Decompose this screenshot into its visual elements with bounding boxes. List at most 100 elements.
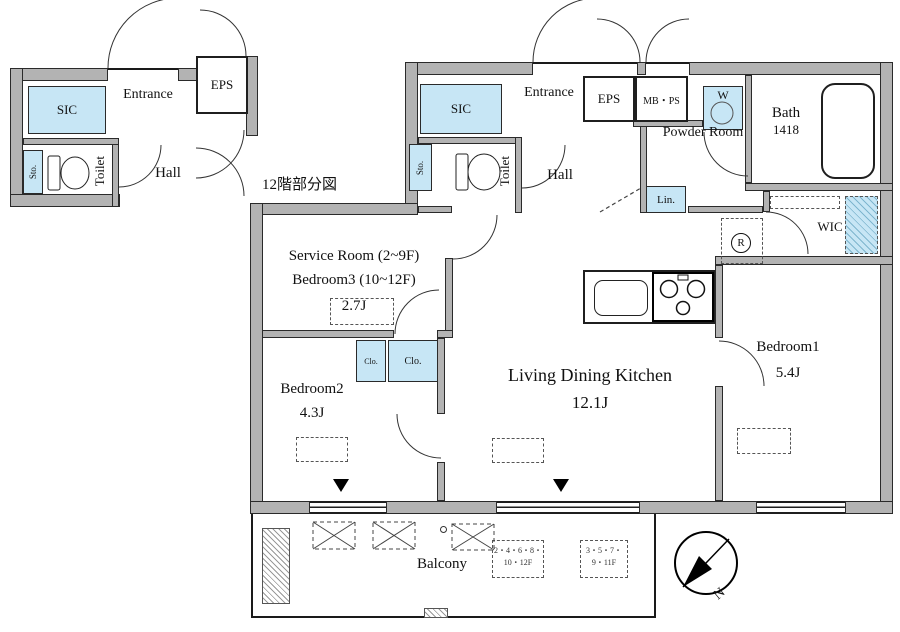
balcony-equipment-box bbox=[372, 521, 416, 550]
bedroom1-size-label: 5.4J bbox=[775, 365, 801, 381]
balcony-drain-circle bbox=[440, 526, 447, 533]
sto-label-inset: Sto. bbox=[27, 164, 38, 180]
door-opening-line bbox=[597, 62, 640, 64]
door-arc-mbps bbox=[645, 18, 690, 63]
wall-segment bbox=[637, 62, 646, 75]
door-arc-entrance-inset bbox=[107, 0, 164, 69]
wall-segment bbox=[405, 62, 533, 75]
hall-label-inset: Hall bbox=[155, 165, 181, 181]
wall-segment bbox=[515, 137, 522, 213]
wall-segment bbox=[418, 206, 452, 213]
wall-segment bbox=[10, 68, 23, 201]
balcony-label: Balcony bbox=[417, 556, 467, 572]
toilet-tank bbox=[455, 153, 469, 191]
wall-segment bbox=[386, 501, 497, 514]
eps-label: EPS bbox=[597, 91, 621, 106]
wall-segment bbox=[437, 330, 453, 338]
washer-label: W bbox=[717, 88, 729, 102]
sic-label: SIC bbox=[450, 101, 472, 116]
entrance-label: Entrance bbox=[524, 85, 574, 100]
balcony-access-marker bbox=[333, 479, 349, 492]
north-label: N bbox=[711, 585, 728, 603]
bathtub bbox=[821, 83, 875, 179]
toilet-tank-inset bbox=[47, 155, 61, 191]
balcony-hatch-box bbox=[262, 528, 290, 604]
ldk-size-label: 12.1J bbox=[571, 393, 609, 412]
fridge-mark: R bbox=[731, 233, 751, 253]
closet-1: Clo. bbox=[356, 340, 386, 382]
floor-note-odd-line2: 9・11F bbox=[591, 558, 617, 567]
wic-shelf-hatch bbox=[845, 196, 878, 254]
compass-needle-line bbox=[682, 538, 730, 588]
floor-note-even-line1: 2・4・6・8・ bbox=[494, 546, 542, 555]
lin-label: Lin. bbox=[656, 193, 676, 206]
wall-segment bbox=[405, 62, 418, 215]
sic-closet-inset: SIC bbox=[28, 86, 106, 134]
toilet-bowl bbox=[467, 153, 501, 191]
door-arc-inset-right-1 bbox=[195, 129, 245, 179]
window bbox=[310, 501, 386, 514]
balcony-drain-hatch bbox=[424, 608, 448, 618]
wic-label: WIC bbox=[817, 219, 843, 234]
inset-caption: 12階部分図 bbox=[262, 177, 338, 193]
compass-needle bbox=[683, 556, 712, 587]
balcony-equipment-box bbox=[451, 523, 495, 551]
door-opening-line bbox=[646, 62, 689, 64]
wall-segment bbox=[10, 68, 108, 81]
door-arc-inset-right-2 bbox=[195, 147, 245, 197]
compass-circle bbox=[674, 531, 738, 595]
bath-label: Bath bbox=[771, 105, 801, 121]
bath-size-label: 1418 bbox=[773, 122, 799, 137]
linen-closet: Lin. bbox=[646, 186, 686, 213]
door-opening-line bbox=[108, 68, 178, 70]
wall-segment bbox=[112, 138, 119, 207]
balcony-equipment-x bbox=[451, 523, 495, 551]
balcony-equipment-box bbox=[312, 521, 356, 550]
closet2-label: Clo. bbox=[404, 355, 422, 367]
balcony-access-marker bbox=[553, 479, 569, 492]
kitchen-sink bbox=[594, 280, 648, 316]
wall-segment bbox=[715, 386, 723, 501]
wall-segment bbox=[715, 256, 893, 265]
wall-segment bbox=[689, 62, 893, 75]
mbps-label: MB・PS bbox=[643, 95, 680, 107]
wall-segment bbox=[250, 501, 310, 514]
furniture-outline bbox=[330, 298, 394, 325]
wall-segment bbox=[10, 194, 120, 207]
door-arc-entrance bbox=[532, 0, 584, 63]
door-arc-bedroom2 bbox=[396, 413, 442, 459]
closet1-label: Clo. bbox=[364, 356, 378, 366]
window bbox=[757, 501, 845, 514]
floor-note-even-line2: 10・12F bbox=[503, 558, 533, 567]
door-arc-eps-inset bbox=[199, 9, 247, 57]
toilet-label: Toilet bbox=[496, 156, 512, 187]
wall-segment bbox=[688, 206, 763, 213]
wall-segment bbox=[445, 258, 453, 338]
eps-room: EPS bbox=[583, 76, 635, 122]
closet-2: Clo. bbox=[388, 340, 438, 382]
door-opening-line bbox=[533, 62, 597, 64]
wall-segment bbox=[250, 203, 263, 514]
wall-segment bbox=[763, 191, 770, 212]
door-arc-eps bbox=[596, 18, 641, 63]
wall-segment bbox=[250, 203, 418, 215]
eps-room-inset: EPS bbox=[196, 56, 248, 114]
fridge-label: R bbox=[737, 237, 745, 249]
storage-closet: Sto. bbox=[409, 144, 432, 191]
balcony-equipment-x bbox=[372, 521, 416, 550]
service-room-label: Service Room (2~9F) bbox=[288, 248, 420, 264]
bedroom3-size-label: 2.7J bbox=[341, 298, 367, 314]
furniture-outline bbox=[296, 437, 348, 462]
wall-segment bbox=[23, 138, 119, 145]
compass: N bbox=[674, 531, 738, 603]
eps-label-inset: EPS bbox=[210, 77, 234, 92]
sic-label-inset: SIC bbox=[56, 102, 78, 117]
sic-closet: SIC bbox=[420, 84, 502, 134]
window bbox=[497, 501, 639, 514]
door-fold-powder bbox=[599, 187, 642, 213]
bedroom2-label: Bedroom2 bbox=[280, 381, 344, 397]
wall-segment bbox=[845, 501, 893, 514]
storage-closet-inset: Sto. bbox=[23, 150, 43, 194]
wall-segment bbox=[745, 75, 752, 183]
